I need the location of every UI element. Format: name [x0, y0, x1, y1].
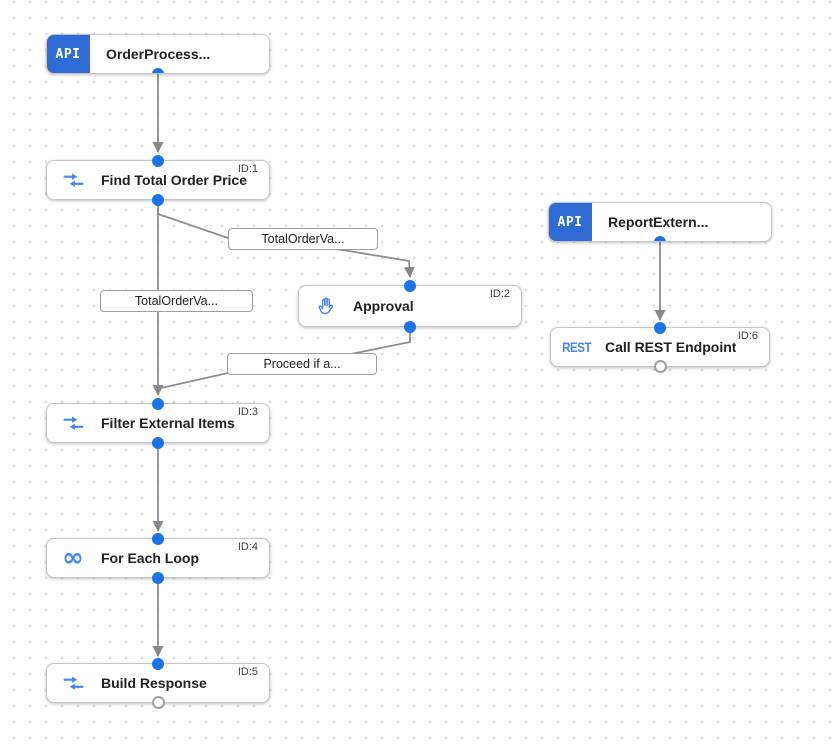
infinity-glyph: ∞ — [62, 543, 84, 573]
infinity-icon: ∞ — [59, 543, 87, 573]
task-title: Approval — [353, 298, 414, 314]
data-mapping-icon — [59, 675, 87, 692]
trigger-node-reportextern[interactable]: API ReportExtern... — [548, 202, 772, 242]
task-title: Find Total Order Price — [101, 172, 247, 188]
task-id-label: ID:6 — [737, 330, 758, 342]
output-port-unconnected[interactable] — [653, 360, 667, 373]
data-mapping-icon — [59, 172, 87, 189]
task-node-build-response[interactable]: ID:5 Build Response — [46, 658, 270, 709]
input-port[interactable] — [404, 280, 416, 292]
output-port[interactable] — [152, 68, 164, 73]
edge-label-totalorderva-top[interactable]: TotalOrderVa... — [228, 228, 378, 250]
output-port[interactable] — [404, 321, 416, 333]
task-node-for-each-loop[interactable]: ID:4 ∞ For Each Loop — [46, 533, 270, 584]
hand-icon — [311, 296, 339, 317]
task-title: Filter External Items — [101, 415, 235, 431]
api-icon-text: API — [55, 46, 81, 62]
output-port[interactable] — [152, 572, 164, 584]
data-mapping-icon — [59, 415, 87, 432]
task-id-label: ID:1 — [237, 163, 258, 175]
input-port[interactable] — [152, 533, 164, 545]
task-id-label: ID:2 — [489, 288, 510, 300]
input-port[interactable] — [654, 322, 666, 334]
task-id-label: ID:3 — [237, 406, 258, 418]
rest-icon: REST — [562, 339, 592, 355]
api-icon: API — [549, 203, 592, 241]
output-port[interactable] — [152, 437, 164, 449]
input-port[interactable] — [152, 398, 164, 410]
task-node-call-rest-endpoint[interactable]: ID:6 REST Call REST Endpoint — [550, 322, 770, 373]
task-title: Build Response — [101, 675, 207, 691]
trigger-node-orderprocess[interactable]: API OrderProcess... — [46, 34, 270, 74]
trigger-title: OrderProcess... — [106, 46, 211, 62]
api-icon: API — [47, 35, 90, 73]
task-title: For Each Loop — [101, 550, 199, 566]
task-id-label: ID:4 — [237, 541, 258, 553]
input-port[interactable] — [152, 658, 164, 670]
trigger-title: ReportExtern... — [608, 214, 709, 230]
task-id-label: ID:5 — [237, 666, 258, 678]
task-node-find-total-order-price[interactable]: ID:1 Find Total Order Price — [46, 155, 270, 206]
edge-label-totalorderva-left[interactable]: TotalOrderVa... — [100, 290, 253, 312]
output-port-unconnected[interactable] — [151, 696, 165, 709]
input-port[interactable] — [152, 155, 164, 167]
task-node-filter-external-items[interactable]: ID:3 Filter External Items — [46, 398, 270, 449]
task-title: Call REST Endpoint — [605, 339, 737, 355]
rest-icon-text: REST — [562, 339, 592, 355]
edge-label-proceed-if[interactable]: Proceed if a... — [227, 353, 377, 375]
output-port[interactable] — [654, 236, 666, 241]
output-port[interactable] — [152, 194, 164, 206]
task-node-approval[interactable]: ID:2 Approval — [298, 280, 522, 333]
api-icon-text: API — [557, 214, 583, 230]
